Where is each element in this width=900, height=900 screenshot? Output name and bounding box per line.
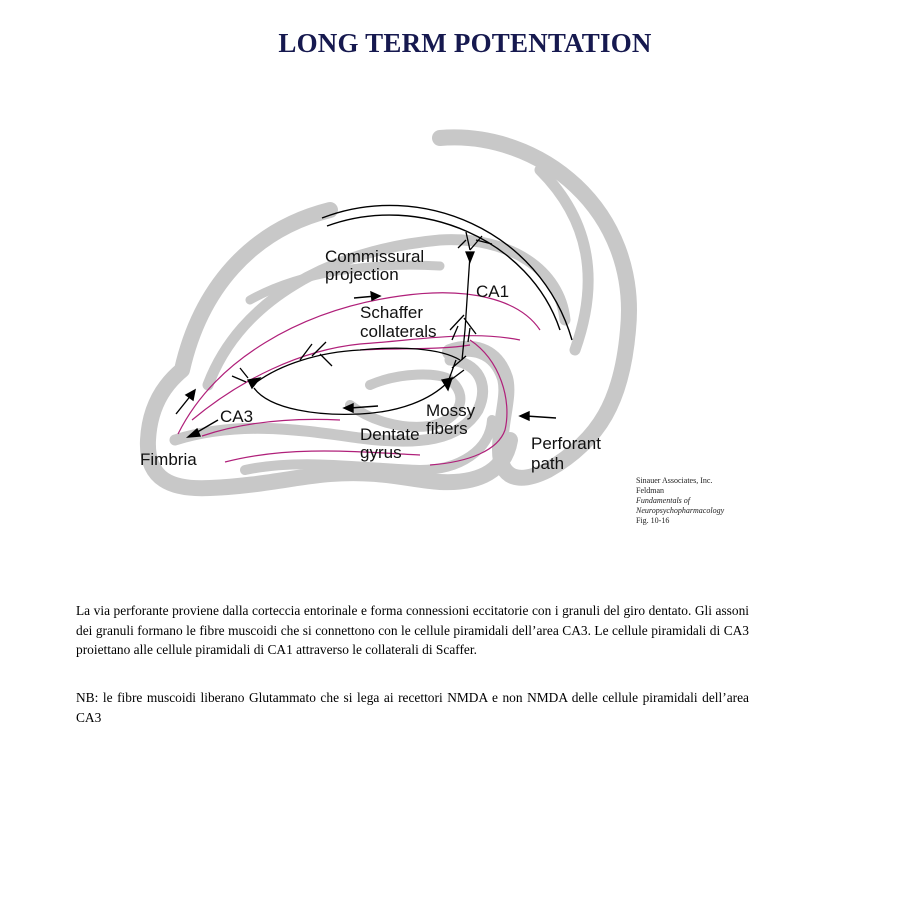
label-commissural: Commissural [325,247,424,266]
label-projection: projection [325,265,399,284]
label-mossy: Mossy [426,401,476,420]
credit-line-3: Fundamentals of [635,496,692,505]
label-gyrus: gyrus [360,443,402,462]
description-paragraph: La via perforante proviene dalla cortecc… [76,601,749,660]
label-ca3: CA3 [220,407,253,426]
label-dentate: Dentate [360,425,420,444]
label-schaffer: Schaffer [360,303,423,322]
note-paragraph: NB: le fibre muscoidi liberano Glutammat… [76,688,749,727]
credit-line-1: Sinauer Associates, Inc. [636,476,712,485]
credit-line-5: Fig. 10-16 [636,516,669,525]
label-perforant: Perforant [531,434,601,453]
hippocampus-diagram: Commissural projection CA1 Schaffer coll… [0,0,900,600]
label-collaterals: collaterals [360,322,437,341]
label-fimbria: Fimbria [140,450,197,469]
credit-line-4: Neuropsychopharmacology [635,506,725,515]
figure-credit: Sinauer Associates, Inc. Feldman Fundame… [635,476,725,525]
label-path: path [531,454,564,473]
credit-line-2: Feldman [636,486,664,495]
label-fibers: fibers [426,419,468,438]
label-ca1: CA1 [476,282,509,301]
